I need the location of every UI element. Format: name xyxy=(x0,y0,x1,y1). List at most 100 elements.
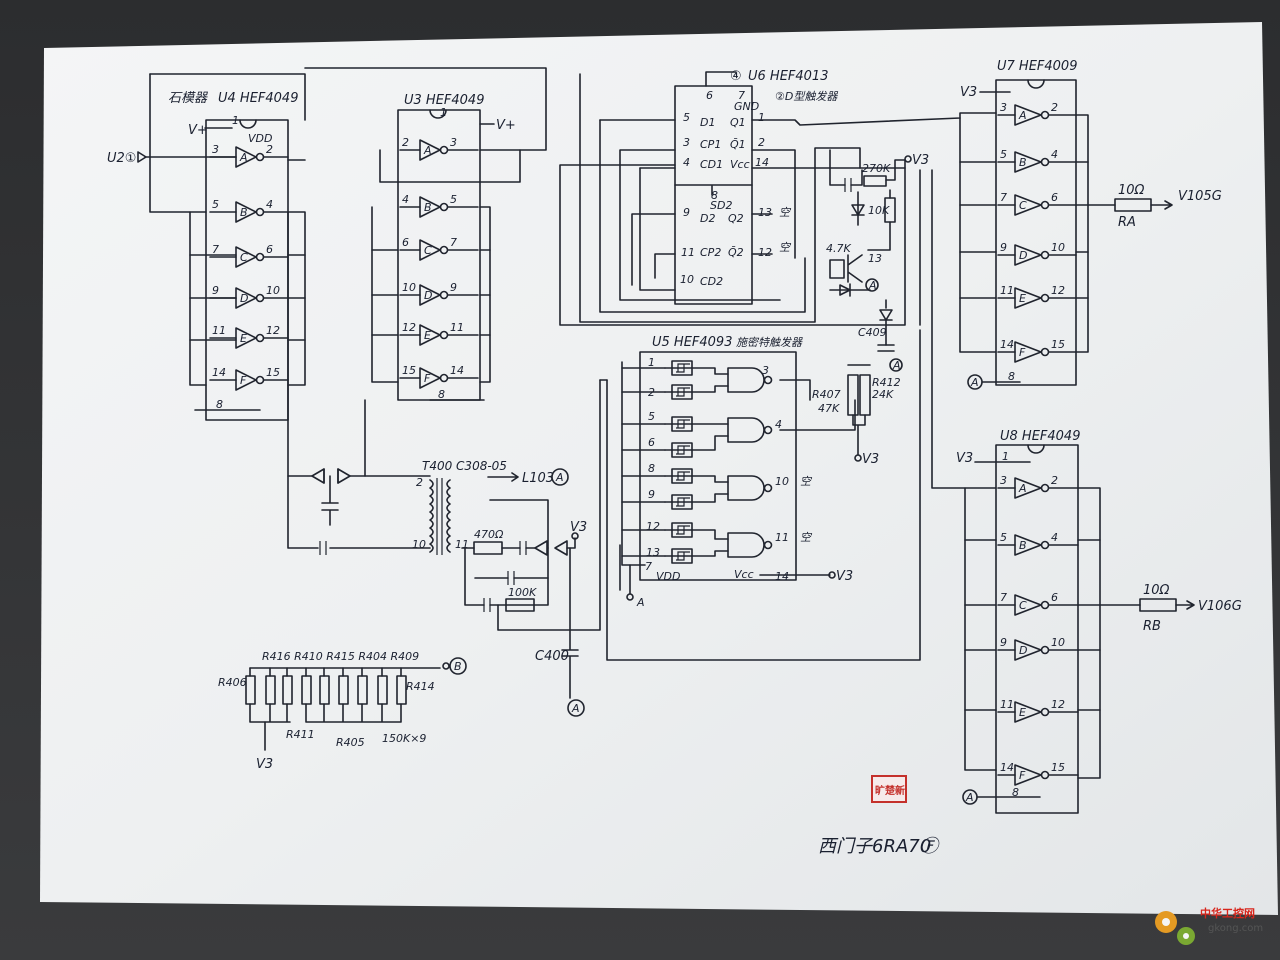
u5-nand-gate xyxy=(664,360,773,400)
watermark-name: 中华工控网 xyxy=(1200,906,1255,920)
r412-label: R412 xyxy=(872,376,901,389)
svg-text:1: 1 xyxy=(440,106,447,119)
svg-text:空: 空 xyxy=(779,206,792,219)
u7-pin-out: 2 xyxy=(1051,101,1058,114)
svg-text:12: 12 xyxy=(646,520,660,533)
r100k-label: 100K xyxy=(508,586,537,599)
u8-pin-out: 4 xyxy=(1051,531,1058,544)
chip-u6: ④ U6 HEF4013 ②D型触发器 6 7 GND 5 D1 Q1 1 3 … xyxy=(559,69,997,326)
u3-pin-in: 10 xyxy=(402,281,416,294)
u3-gate-letter: D xyxy=(424,289,432,302)
u6-label: U6 HEF4013 xyxy=(748,69,828,84)
u4-vplus: V+ xyxy=(188,123,208,138)
u7-pin-out: 12 xyxy=(1051,284,1065,297)
u4-gate-letter: E xyxy=(240,332,247,345)
svg-text:4: 4 xyxy=(775,418,782,431)
u4-pin-in: 5 xyxy=(212,198,219,211)
u5-nand-gate xyxy=(664,522,773,564)
u3-pin-out: 3 xyxy=(450,136,457,149)
svg-text:Vcc: Vcc xyxy=(730,158,750,171)
u7-gate-letter: F xyxy=(1019,346,1026,359)
u4-pin-in: 3 xyxy=(212,143,219,156)
svg-text:CP1: CP1 xyxy=(700,138,721,151)
u8-pin-out: 6 xyxy=(1051,591,1058,604)
u7-pin-out: 6 xyxy=(1051,191,1058,204)
u7-pin-in: 7 xyxy=(1000,191,1007,204)
u4-pin-out: 2 xyxy=(266,143,273,156)
u4-pin-out: 6 xyxy=(266,243,273,256)
svg-text:空: 空 xyxy=(800,531,813,544)
r411-label: R411 xyxy=(286,728,315,741)
transistor-pin: 13 xyxy=(868,252,882,265)
u8-pin-in: 11 xyxy=(1000,698,1014,711)
svg-text:SD2: SD2 xyxy=(710,199,732,212)
gkong-watermark: 中华工控网 gkong.com xyxy=(1155,906,1263,945)
u7-gate-c: C7 6 xyxy=(997,191,1077,216)
svg-text:4: 4 xyxy=(683,156,690,169)
r270k-label: 270K xyxy=(862,162,891,175)
u6-note: ②D型触发器 xyxy=(775,90,838,103)
watermark-url: gkong.com xyxy=(1208,923,1263,934)
svg-text:GND: GND xyxy=(734,100,759,113)
u5-nand-gate xyxy=(664,416,773,458)
u8-pin-in: 9 xyxy=(1000,636,1007,649)
svg-text:8: 8 xyxy=(1012,786,1019,799)
svg-text:2: 2 xyxy=(416,476,423,489)
u8-gate-letter: A xyxy=(1018,482,1027,495)
resistor-note: 150K×9 xyxy=(382,732,426,745)
svg-text:7: 7 xyxy=(738,89,745,102)
u4-pin-in: 9 xyxy=(212,284,219,297)
u7-gate-letter: C xyxy=(1019,199,1027,212)
u7-gate-letter: B xyxy=(1019,156,1027,169)
svg-text:3: 3 xyxy=(683,136,690,149)
u3-gate-letter: F xyxy=(424,372,431,385)
svg-text:Q1: Q1 xyxy=(730,116,746,129)
svg-text:D1: D1 xyxy=(700,116,715,129)
u3-label: U3 HEF4049 xyxy=(404,93,484,108)
ra-value: 10Ω xyxy=(1118,183,1145,198)
svg-text:2: 2 xyxy=(758,136,765,149)
u3-pin-out: 11 xyxy=(450,321,464,334)
svg-text:空: 空 xyxy=(800,475,813,488)
u7-gate-letter: A xyxy=(1018,109,1027,122)
u3-pin-out: 5 xyxy=(450,193,457,206)
u7-gate-letter: E xyxy=(1019,292,1026,305)
svg-text:D2: D2 xyxy=(700,212,715,225)
seal-stamp: 旷楚新 xyxy=(871,775,907,803)
svg-text:8: 8 xyxy=(648,462,655,475)
r407-label: R407 xyxy=(812,388,841,401)
u3-gate-letter: A xyxy=(423,144,432,157)
svg-text:1: 1 xyxy=(232,114,239,127)
u3-gate-b: B 4 5 xyxy=(399,193,479,218)
svg-text:10: 10 xyxy=(775,475,789,488)
u4-label: U4 HEF4049 xyxy=(218,91,298,106)
u3-gate-letter: E xyxy=(424,329,431,342)
u3-pin-in: 4 xyxy=(402,193,409,206)
u3-gate-letter: B xyxy=(424,201,432,214)
svg-text:1: 1 xyxy=(648,356,655,369)
u7-pin-out: 15 xyxy=(1051,338,1065,351)
svg-text:Q̄2: Q̄2 xyxy=(728,246,744,259)
svg-text:VDD: VDD xyxy=(248,132,272,145)
transistor-section: 270K V3 10K 4.7K 13 A C409 A R407 47K R4… xyxy=(812,149,929,467)
u4-pin-out: 15 xyxy=(266,366,280,379)
u5-vcc-v3: V3 xyxy=(836,569,853,584)
svg-text:CP2: CP2 xyxy=(700,246,721,259)
u4-gate-letter: D xyxy=(240,292,248,305)
u4-pin-in: 14 xyxy=(212,366,226,379)
u4-pin-in: 11 xyxy=(212,324,226,337)
svg-text:10: 10 xyxy=(680,273,694,286)
